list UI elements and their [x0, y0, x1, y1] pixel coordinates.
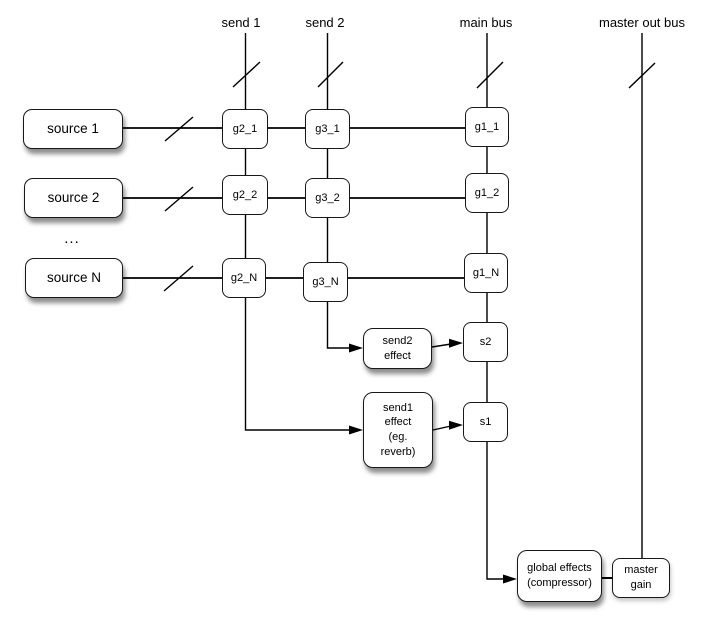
slash-icon — [317, 61, 344, 88]
source-1-box: source 1 — [23, 109, 123, 149]
gain-g2_2-box: g2_2 — [222, 175, 268, 215]
send1-effect-box: send1 effect (eg. reverb) — [363, 392, 433, 468]
sum-s1-box: s1 — [463, 402, 508, 442]
arrowhead-icon — [503, 574, 517, 584]
bus-label-send1: send 1 — [221, 15, 261, 30]
gain-g2_1-box: g2_1 — [222, 109, 268, 149]
sources-ellipsis: ... — [64, 230, 80, 247]
gain-g3_N-box: g3_N — [303, 262, 348, 302]
gain-g3_1-box: g3_1 — [305, 109, 350, 149]
gain-g1_2-box: g1_2 — [465, 173, 509, 213]
main-bus-line — [486, 33, 504, 580]
gain-g3_2-box: g3_2 — [305, 178, 350, 218]
slash-icon — [476, 61, 504, 89]
bus-label-send2: send 2 — [305, 15, 345, 30]
slash-icon — [164, 116, 194, 142]
gain-g1_1-box: g1_1 — [465, 107, 509, 147]
arrowhead-icon — [349, 425, 363, 435]
slash-icon — [628, 62, 656, 89]
slash-icon — [163, 265, 194, 292]
master-gain-box: master gain — [612, 558, 670, 598]
gain-g2_N-box: g2_N — [222, 258, 266, 298]
slash-icon — [232, 61, 261, 88]
source-N-box: source N — [25, 258, 123, 298]
slash-icon — [164, 186, 194, 212]
bus-label-main-bus: main bus — [459, 15, 513, 30]
send2-effect-box: send2 effect — [363, 328, 432, 369]
send1-bus-line — [244, 33, 350, 431]
arrowhead-icon — [449, 338, 463, 348]
send2fx-to-s2-line — [431, 343, 452, 348]
source-2-box: source 2 — [24, 178, 123, 218]
sum-s2-box: s2 — [463, 322, 508, 362]
arrowhead-icon — [449, 420, 463, 430]
global-effects-box: global effects (compressor) — [517, 550, 602, 602]
gain-g1_N-box: g1_N — [464, 253, 508, 293]
send1fx-to-s1-line — [432, 425, 452, 431]
arrowhead-icon — [349, 343, 363, 353]
bus-label-master-out-bus: master out bus — [599, 15, 685, 30]
